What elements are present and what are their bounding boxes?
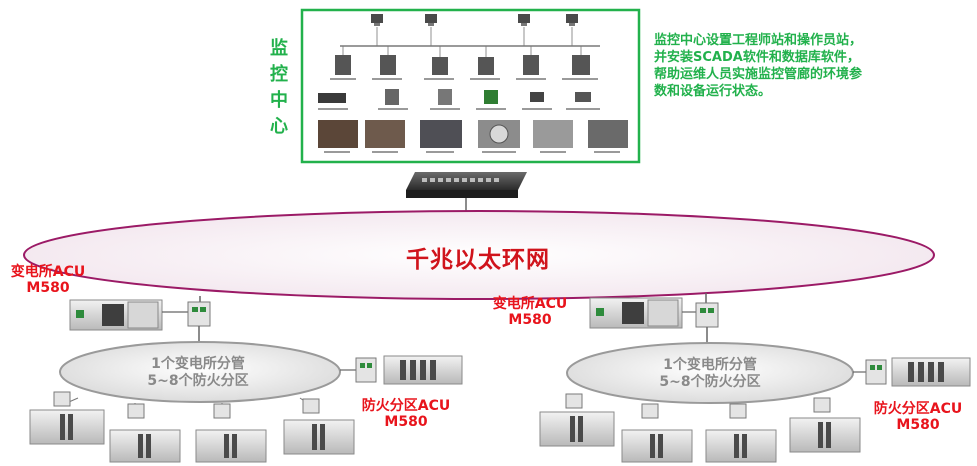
tunnel-photo-strip: [318, 120, 628, 148]
fire-zone-label-line: 防火分区ACU: [361, 398, 451, 414]
substation-acu-plc-right: [589, 297, 683, 329]
sub-ring-label-right: 1个变电所分管 5~8个防火分区: [650, 357, 770, 391]
backbone-ring-label: 千兆以太环网: [406, 247, 550, 273]
fire-zone-label-left: 防火分区ACU M580: [350, 398, 462, 430]
fire-zone-acu-plc-right: [891, 357, 971, 387]
fire-zone-label-line: M580: [384, 414, 428, 430]
note-line: 帮助运维人员实施监控管廊的环境参: [654, 67, 863, 82]
sub-ring-label-line: 1个变电所分管: [663, 357, 757, 373]
sub-ring-label-line: 5~8个防火分区: [147, 373, 249, 389]
field-device-icon: [318, 89, 591, 105]
monitor-center-note: 监控中心设置工程师站和操作员站， 并安装SCADA软件和数据库软件， 帮助运维人…: [654, 32, 974, 100]
fire-zone-acu-plc-left: [383, 355, 463, 385]
sub-ring-left: [59, 341, 341, 403]
monitor-center-vertical-label: 监 控 中 心: [268, 36, 290, 140]
fire-zone-label-right: 防火分区ACU M580: [862, 401, 974, 433]
field-plc-row-right: [539, 393, 861, 463]
substation-label-right: 变电所ACU M580: [482, 296, 578, 328]
monitor-center-char: 心: [270, 116, 288, 137]
fire-zone-switch-icon-right: [865, 359, 887, 385]
fire-zone-switch-icon: [355, 357, 377, 383]
sub-ring-label-line: 1个变电所分管: [151, 356, 245, 372]
server-rack-icon: [335, 46, 590, 75]
field-plc-row-left: [29, 391, 355, 463]
sub-ring-label-left: 1个变电所分管 5~8个防火分区: [138, 356, 258, 390]
substation-label-line: 变电所ACU: [492, 296, 568, 312]
fire-zone-label-line: M580: [896, 417, 940, 433]
network-switch-small-icon: [187, 301, 211, 327]
sub-ring-right: [566, 342, 854, 404]
monitor-center-panel: [300, 8, 641, 164]
substation-acu-plc-left: [69, 299, 163, 331]
substation-label-line: 变电所ACU: [10, 264, 86, 280]
substation-label-line: M580: [508, 312, 552, 328]
note-line: 并安装SCADA软件和数据库软件，: [654, 50, 860, 65]
sub-ring-label-line: 5~8个防火分区: [659, 374, 761, 390]
substation-label-line: M580: [26, 280, 70, 296]
monitor-center-char: 中: [270, 90, 288, 111]
backbone-ring: [23, 210, 935, 300]
substation-label-left: 变电所ACU M580: [0, 264, 96, 296]
note-line: 数和设备运行状态。: [654, 84, 772, 99]
note-line: 监控中心设置工程师站和操作员站，: [654, 33, 863, 48]
monitor-center-char: 监: [270, 38, 288, 59]
core-switch-icon: [406, 172, 527, 198]
network-switch-small-icon-right: [695, 302, 719, 328]
monitor-center-char: 控: [270, 64, 288, 85]
workstation-icon: [371, 14, 578, 26]
fire-zone-label-line: 防火分区ACU: [873, 401, 963, 417]
